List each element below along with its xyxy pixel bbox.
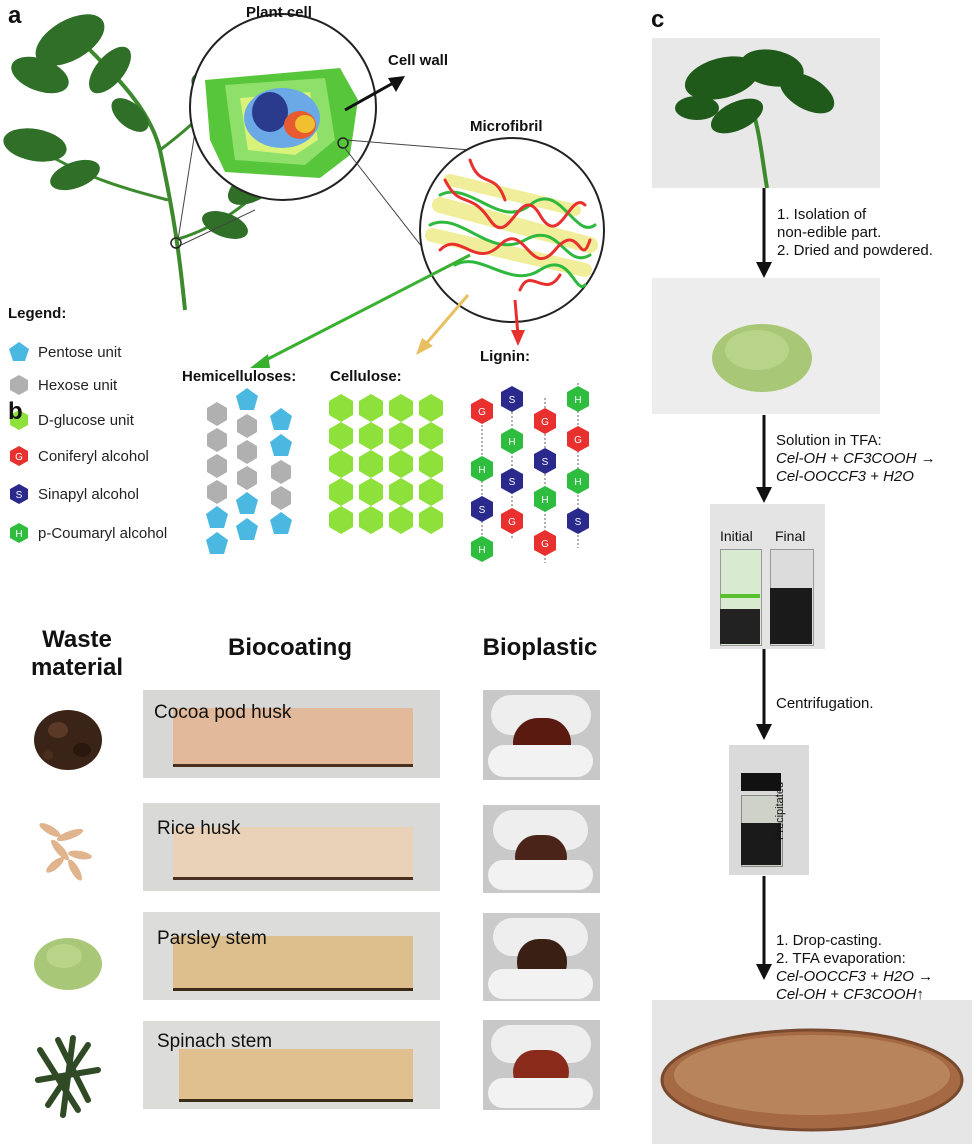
svg-text:H: H [574, 395, 581, 406]
bioplastic-photo-rice [483, 805, 600, 893]
legend-item-d-glucose: D-glucose unit [8, 408, 134, 432]
hemicelluloses-label: Hemicelluloses: [182, 368, 297, 385]
svg-text:S: S [509, 395, 516, 406]
green-powder [712, 324, 812, 392]
svg-text:G: G [508, 517, 516, 528]
cellulose-structure [329, 394, 443, 534]
svg-text:H: H [478, 465, 485, 476]
petri-dish [660, 1028, 964, 1132]
svg-text:H: H [574, 477, 581, 488]
pentagon-icon [9, 342, 29, 361]
panel-letter-a: a [8, 2, 22, 29]
svg-text:H: H [15, 529, 22, 540]
photo-powder [652, 278, 880, 414]
step-solution: Solution in TFA: Cel-OH + CF3COOH → Cel-… [776, 432, 936, 485]
svg-text:G: G [574, 435, 582, 446]
hexagon-icon [10, 410, 28, 430]
svg-text:S: S [16, 490, 23, 501]
hexagon-g-icon: G [10, 446, 28, 466]
legend-item-coniferyl: G Coniferyl alcohol [8, 444, 149, 468]
coating-label-parsley: Parsley stem [157, 928, 267, 949]
step-centrifugation: Centrifugation. [776, 695, 874, 712]
waste-rice-husk [39, 823, 92, 881]
bioplastic-photo-spinach [483, 1020, 600, 1110]
waste-parsley-stem [34, 938, 102, 990]
coating-label-spinach: Spinach stem [157, 1031, 273, 1052]
biocoating-photo-parsley [143, 912, 440, 1000]
svg-text:S: S [479, 505, 486, 516]
hemicellulose-structure [206, 388, 292, 554]
photo-vials [710, 504, 825, 649]
bioplastic-photo-cocoa [483, 690, 600, 780]
panel-letter-b: b [8, 398, 23, 425]
svg-text:S: S [575, 517, 582, 528]
waste-cocoa-pod-husk [34, 710, 102, 770]
waste-material-header: Waste material [30, 626, 124, 681]
biocoating-photo-cocoa [143, 690, 440, 778]
svg-text:G: G [478, 407, 486, 418]
step-isolation: 1. Isolation of non-edible part. 2. Drie… [777, 206, 933, 259]
legend-item-p-coumaryl: H p-Coumaryl alcohol [8, 521, 167, 545]
plant-cell-label: Plant cell [246, 4, 312, 21]
biocoating-header: Biocoating [228, 634, 352, 661]
step-drop-casting: 1. Drop-casting. 2. TFA evaporation: Cel… [776, 932, 934, 1003]
svg-text:S: S [542, 457, 549, 468]
legend-item-sinapyl: S Sinapyl alcohol [8, 482, 139, 506]
cell-wall-label: Cell wall [388, 52, 449, 69]
svg-text:G: G [541, 417, 549, 428]
svg-text:G: G [15, 452, 23, 463]
cellulose-label: Cellulose: [330, 368, 402, 385]
svg-text:H: H [508, 437, 515, 448]
legend-item-hexose: Hexose unit [8, 373, 117, 397]
vial-initial-label: Initial [720, 528, 753, 544]
svg-text:S: S [509, 477, 516, 488]
photo-bioplastic-film [652, 1000, 972, 1144]
process-arrows [756, 188, 772, 980]
hexagon-h-icon: H [10, 523, 28, 543]
microfibril-label: Microfibril [470, 118, 543, 135]
plant-diagram [3, 13, 605, 368]
vial-final-label: Final [775, 528, 806, 544]
svg-text:H: H [541, 495, 548, 506]
lignin-label: Lignin: [480, 348, 530, 365]
photo-precipitated [729, 745, 809, 875]
svg-text:G: G [541, 539, 549, 550]
legend-title: Legend: [8, 305, 67, 322]
svg-text:H: H [478, 545, 485, 556]
parsley-sprig [675, 49, 835, 188]
biocoating-photo-rice [143, 803, 440, 891]
coating-label-rice: Rice husk [157, 818, 241, 839]
waste-spinach-stem [35, 1035, 101, 1118]
biocoating-photo-spinach [143, 1021, 440, 1109]
bioplastic-photo-parsley [483, 913, 600, 1001]
lignin-structure: G H S H S H S G G S H G H G H S [471, 383, 589, 563]
bioplastic-header: Bioplastic [482, 634, 598, 661]
legend-item-pentose: Pentose unit [8, 340, 121, 364]
coating-label-cocoa: Cocoa pod husk [154, 702, 292, 723]
precipitated-label: Precipitated [774, 781, 786, 840]
panel-letter-c: c [651, 6, 665, 33]
hexagon-icon [10, 375, 28, 395]
hexagon-s-icon: S [10, 484, 28, 504]
photo-parsley [652, 38, 880, 188]
